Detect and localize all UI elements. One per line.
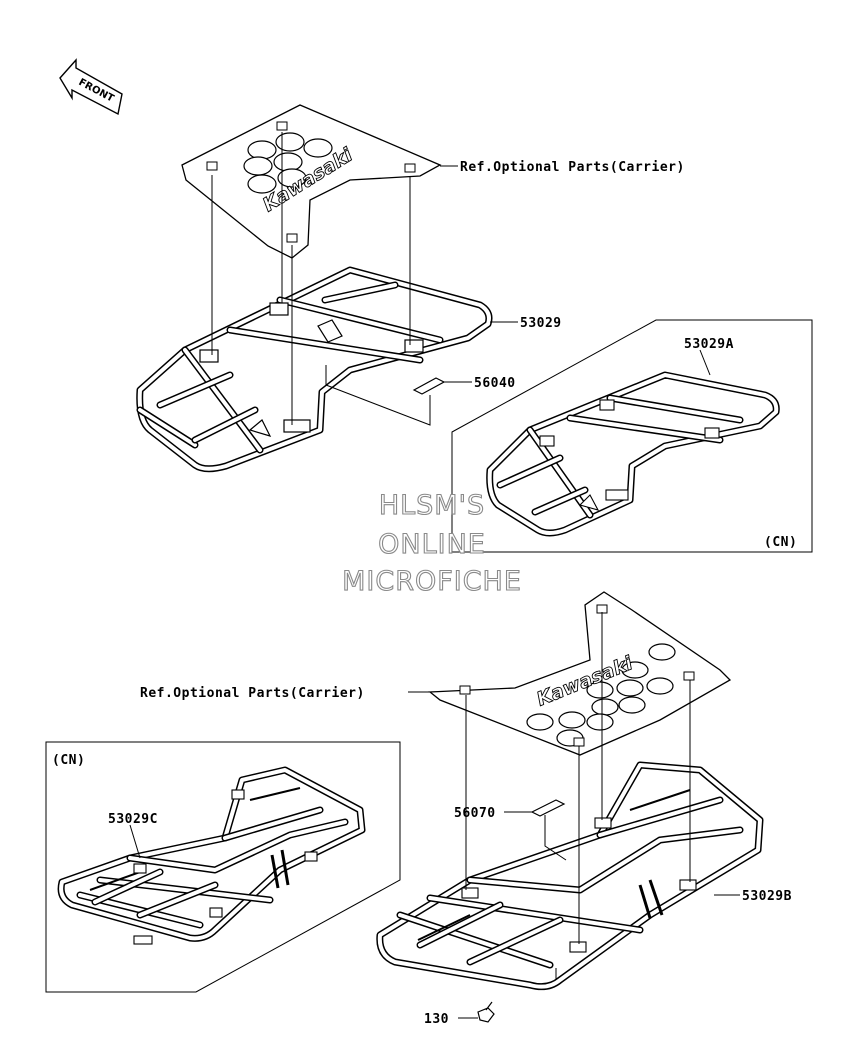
plate-top: Kawasaki xyxy=(181,104,442,259)
carrier-53029C xyxy=(57,766,366,945)
label-56040: 56040 xyxy=(474,376,516,391)
watermark-line1: HLSM'S xyxy=(379,490,485,521)
decal-56040 xyxy=(412,377,446,395)
decal-56070 xyxy=(530,799,566,817)
front-arrow-icon: FRONT xyxy=(59,58,123,116)
watermark-line3: MICROFICHE xyxy=(342,566,522,597)
label-53029B: 53029B xyxy=(742,889,792,904)
watermark-line2: ONLINE xyxy=(378,529,486,560)
label-53029C: 53029C xyxy=(108,812,158,827)
carrier-53029A xyxy=(486,371,780,537)
label-ref-top: Ref.Optional Parts(Carrier) xyxy=(460,160,685,175)
carrier-53029B xyxy=(376,761,764,991)
box-cn-right xyxy=(451,319,813,553)
box-cn-left xyxy=(45,741,401,993)
box-cn-right-label: (CN) xyxy=(764,535,797,550)
label-130: 130 xyxy=(424,1012,449,1027)
box-cn-left-label: (CN) xyxy=(52,753,85,768)
label-53029: 53029 xyxy=(520,316,562,331)
plate-bottom: Kawasaki xyxy=(428,591,732,756)
label-53029A: 53029A xyxy=(684,337,734,352)
bolt-130 xyxy=(477,1001,495,1023)
label-56070: 56070 xyxy=(454,806,496,821)
carrier-53029 xyxy=(136,266,493,473)
label-ref-bottom: Ref.Optional Parts(Carrier) xyxy=(140,686,365,701)
